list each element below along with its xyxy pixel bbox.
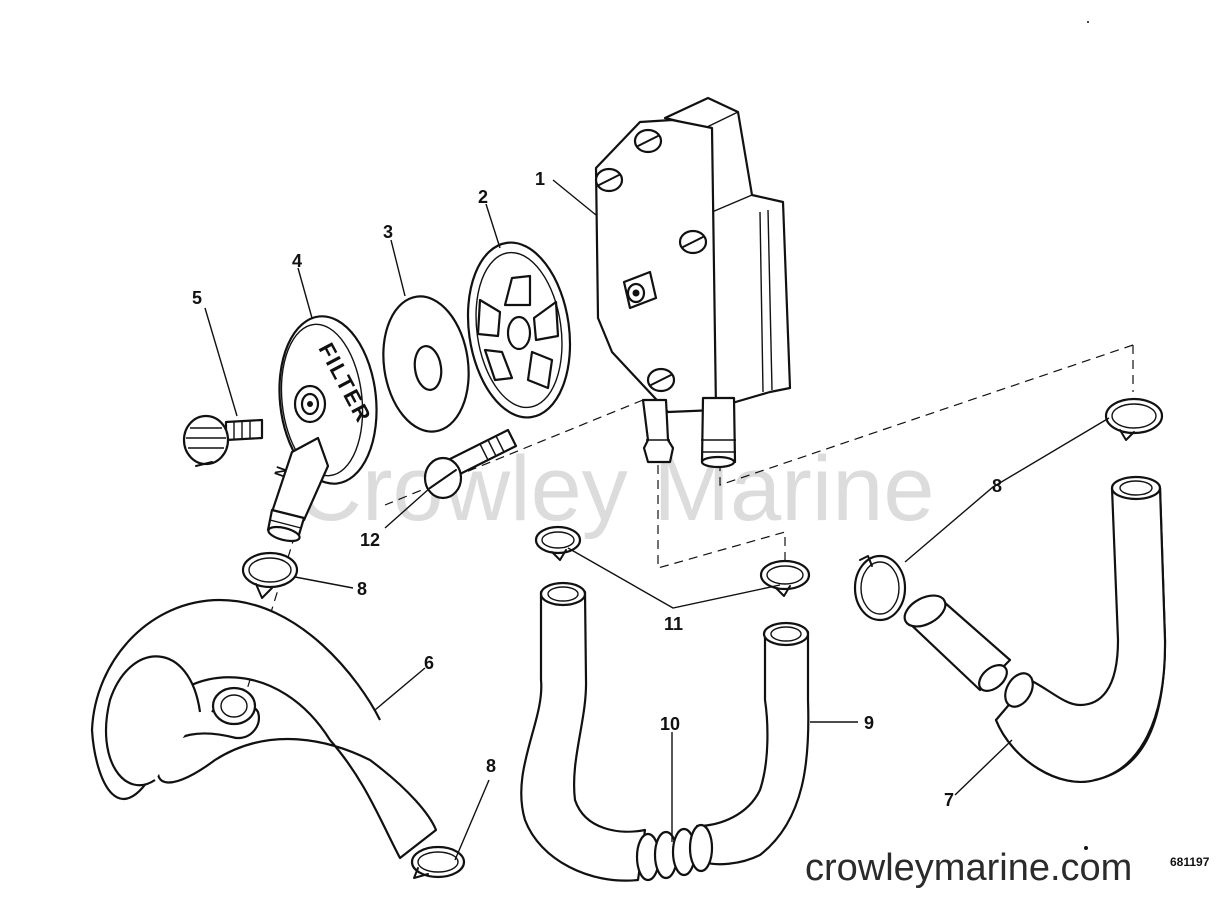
fuel-hose-long	[90, 598, 438, 860]
callout-6: 6	[424, 653, 434, 673]
hose-clamp-right	[853, 554, 907, 622]
callout-12: 12	[360, 530, 380, 550]
callout-8-right: 8	[992, 476, 1002, 496]
pump-screw-top	[633, 128, 663, 154]
watermark-text: Crowley Marine	[295, 438, 934, 540]
fuel-hose-u	[520, 581, 810, 882]
filter-cover: FILTER N	[266, 315, 378, 543]
footer-site-name: crowleymarine.com	[805, 847, 1132, 889]
leader-lines	[204, 179, 1110, 861]
speck	[1087, 21, 1089, 23]
callout-7: 7	[944, 790, 954, 810]
thumb-screw	[182, 414, 264, 467]
callout-11: 11	[664, 614, 683, 634]
pump-inlet-fitting	[641, 398, 675, 464]
hose-clamp-bottom	[410, 845, 466, 879]
pump-screw-left	[594, 167, 624, 193]
fuel-pump-body	[594, 96, 792, 469]
callout-4: 4	[292, 251, 302, 271]
callout-9: 9	[864, 713, 874, 733]
callout-10: 10	[660, 714, 680, 734]
callout-3: 3	[383, 222, 393, 242]
mounting-bolt	[423, 428, 518, 500]
figure-number: 681197	[1170, 855, 1210, 869]
fuel-hose-elbow	[903, 475, 1167, 783]
small-clamp-left	[534, 525, 582, 561]
filter-gasket	[382, 295, 470, 433]
filter-screen	[466, 241, 572, 419]
pump-boss	[622, 270, 658, 310]
pump-outlet-fitting	[700, 396, 737, 469]
speck	[1084, 846, 1088, 850]
hose-clamp-pump-outlet	[1104, 397, 1164, 441]
hose-clamp-filter	[241, 551, 299, 599]
pump-screw-right	[678, 229, 708, 255]
callout-labels: 1 2 3 4 5 12 8 6 8 11 10 9 7 8	[192, 169, 1002, 810]
small-clamp-right	[759, 559, 811, 597]
hose-spring	[635, 823, 714, 882]
callout-1: 1	[535, 169, 545, 189]
callout-8-bottom: 8	[486, 756, 496, 776]
pump-screw-bottom	[646, 367, 676, 393]
callout-2: 2	[478, 187, 488, 207]
callout-8-filter: 8	[357, 579, 367, 599]
callout-5: 5	[192, 288, 202, 308]
